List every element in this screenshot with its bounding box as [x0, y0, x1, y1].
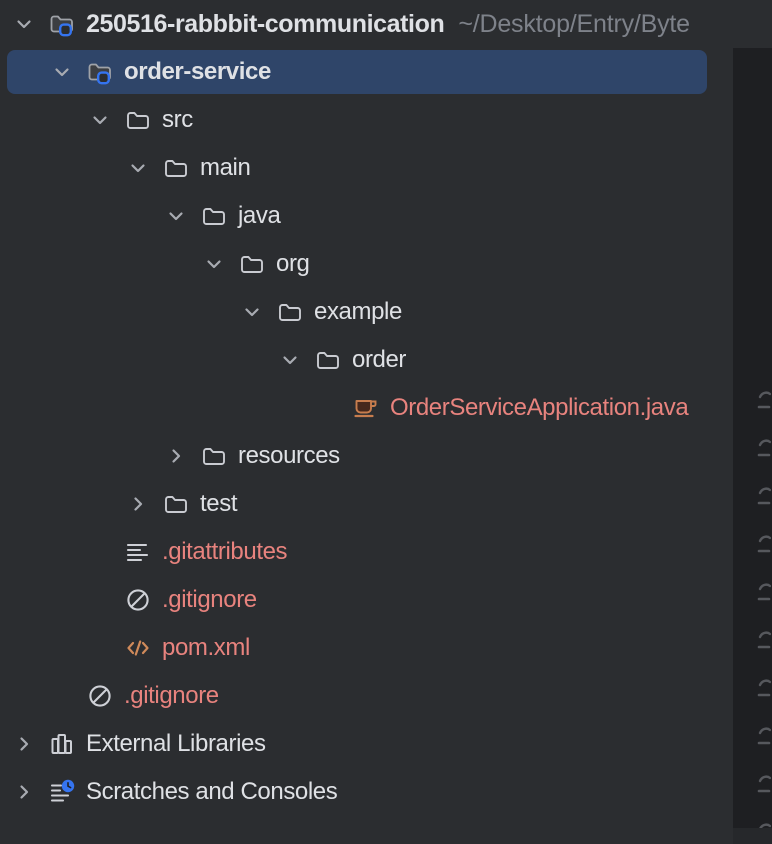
clipped-line-number	[757, 388, 772, 414]
tree-item-label: resources	[238, 442, 340, 469]
ignored-file-icon	[124, 586, 152, 614]
tree-item-label: pom.xml	[162, 634, 250, 661]
tree-item-label: org	[276, 250, 310, 277]
tree-row[interactable]: test	[0, 480, 733, 528]
folder-icon	[314, 346, 342, 374]
clipped-line-number	[757, 724, 772, 750]
tree-item-label: order-service	[124, 58, 271, 85]
selected-row-highlight	[7, 50, 707, 94]
chevron-down-icon[interactable]	[240, 300, 264, 324]
folder-icon	[162, 154, 190, 182]
tree-item-label: order	[352, 346, 407, 373]
text-file-icon	[124, 538, 152, 566]
tree-row[interactable]: example	[0, 288, 733, 336]
chevron-placeholder	[50, 684, 74, 708]
tree-item-label: src	[162, 106, 193, 133]
tree-item-label: test	[200, 490, 238, 517]
tree-row[interactable]: External Libraries	[0, 720, 733, 768]
tree-item-label: Scratches and Consoles	[86, 778, 338, 805]
clipped-line-number	[757, 628, 772, 654]
clipped-line-number	[757, 436, 772, 462]
folder-icon	[162, 490, 190, 518]
tree-item-label: External Libraries	[86, 730, 266, 757]
chevron-placeholder	[316, 396, 340, 420]
editor-gutter-strip	[733, 48, 772, 844]
tree-item-label: .gitignore	[124, 682, 219, 709]
chevron-placeholder	[88, 540, 112, 564]
clipped-line-number	[757, 532, 772, 558]
tree-item-label: .gitattributes	[162, 538, 288, 565]
tree-item-label: main	[200, 154, 251, 181]
tree-row[interactable]: order-service	[0, 48, 733, 96]
tree-row[interactable]: pom.xml	[0, 624, 733, 672]
clipped-line-number	[757, 772, 772, 798]
project-folder-icon	[48, 10, 76, 38]
chevron-down-icon[interactable]	[278, 348, 302, 372]
chevron-right-icon[interactable]	[126, 492, 150, 516]
project-root-name: 250516-rabbbit-communication	[86, 9, 445, 38]
tree-row[interactable]: OrderServiceApplication.java	[0, 384, 733, 432]
xml-file-icon	[124, 634, 152, 662]
library-icon	[48, 730, 76, 758]
chevron-down-icon[interactable]	[202, 252, 226, 276]
chevron-right-icon[interactable]	[12, 780, 36, 804]
chevron-placeholder	[88, 636, 112, 660]
chevron-down-icon[interactable]	[126, 156, 150, 180]
chevron-down-icon[interactable]	[50, 60, 74, 84]
scratches-icon	[48, 778, 76, 806]
tree-row[interactable]: resources	[0, 432, 733, 480]
tree-row[interactable]: .gitattributes	[0, 528, 733, 576]
editor-bottom-panel-edge	[733, 828, 772, 844]
java-class-icon	[352, 394, 380, 422]
tree-row[interactable]: org	[0, 240, 733, 288]
chevron-right-icon[interactable]	[164, 444, 188, 468]
folder-icon	[200, 202, 228, 230]
chevron-right-icon[interactable]	[12, 732, 36, 756]
tree-row[interactable]: .gitignore	[0, 672, 733, 720]
tree-row[interactable]: src	[0, 96, 733, 144]
ignored-file-icon	[86, 682, 114, 710]
folder-icon	[276, 298, 304, 326]
clipped-line-number	[757, 484, 772, 510]
project-folder-icon	[86, 58, 114, 86]
tree-item-label: OrderServiceApplication.java	[390, 394, 689, 421]
folder-icon	[238, 250, 266, 278]
tree-row[interactable]: .gitignore	[0, 576, 733, 624]
folder-icon	[200, 442, 228, 470]
tree-row[interactable]: Scratches and Consoles	[0, 768, 733, 816]
tree-row[interactable]: main	[0, 144, 733, 192]
project-root-path: ~/Desktop/Entry/Byte	[458, 9, 690, 38]
tree-item-label: example	[314, 298, 402, 325]
tree-item-label: .gitignore	[162, 586, 257, 613]
chevron-down-icon[interactable]	[164, 204, 188, 228]
chevron-placeholder	[88, 588, 112, 612]
tree-item-label: java	[238, 202, 281, 229]
tree-row-project-root[interactable]: 250516-rabbbit-communication ~/Desktop/E…	[0, 0, 772, 48]
clipped-line-number	[757, 580, 772, 606]
folder-icon	[124, 106, 152, 134]
chevron-down-icon[interactable]	[88, 108, 112, 132]
tree-row[interactable]: order	[0, 336, 733, 384]
chevron-down-icon[interactable]	[12, 12, 36, 36]
tree-row[interactable]: java	[0, 192, 733, 240]
clipped-line-number	[757, 676, 772, 702]
